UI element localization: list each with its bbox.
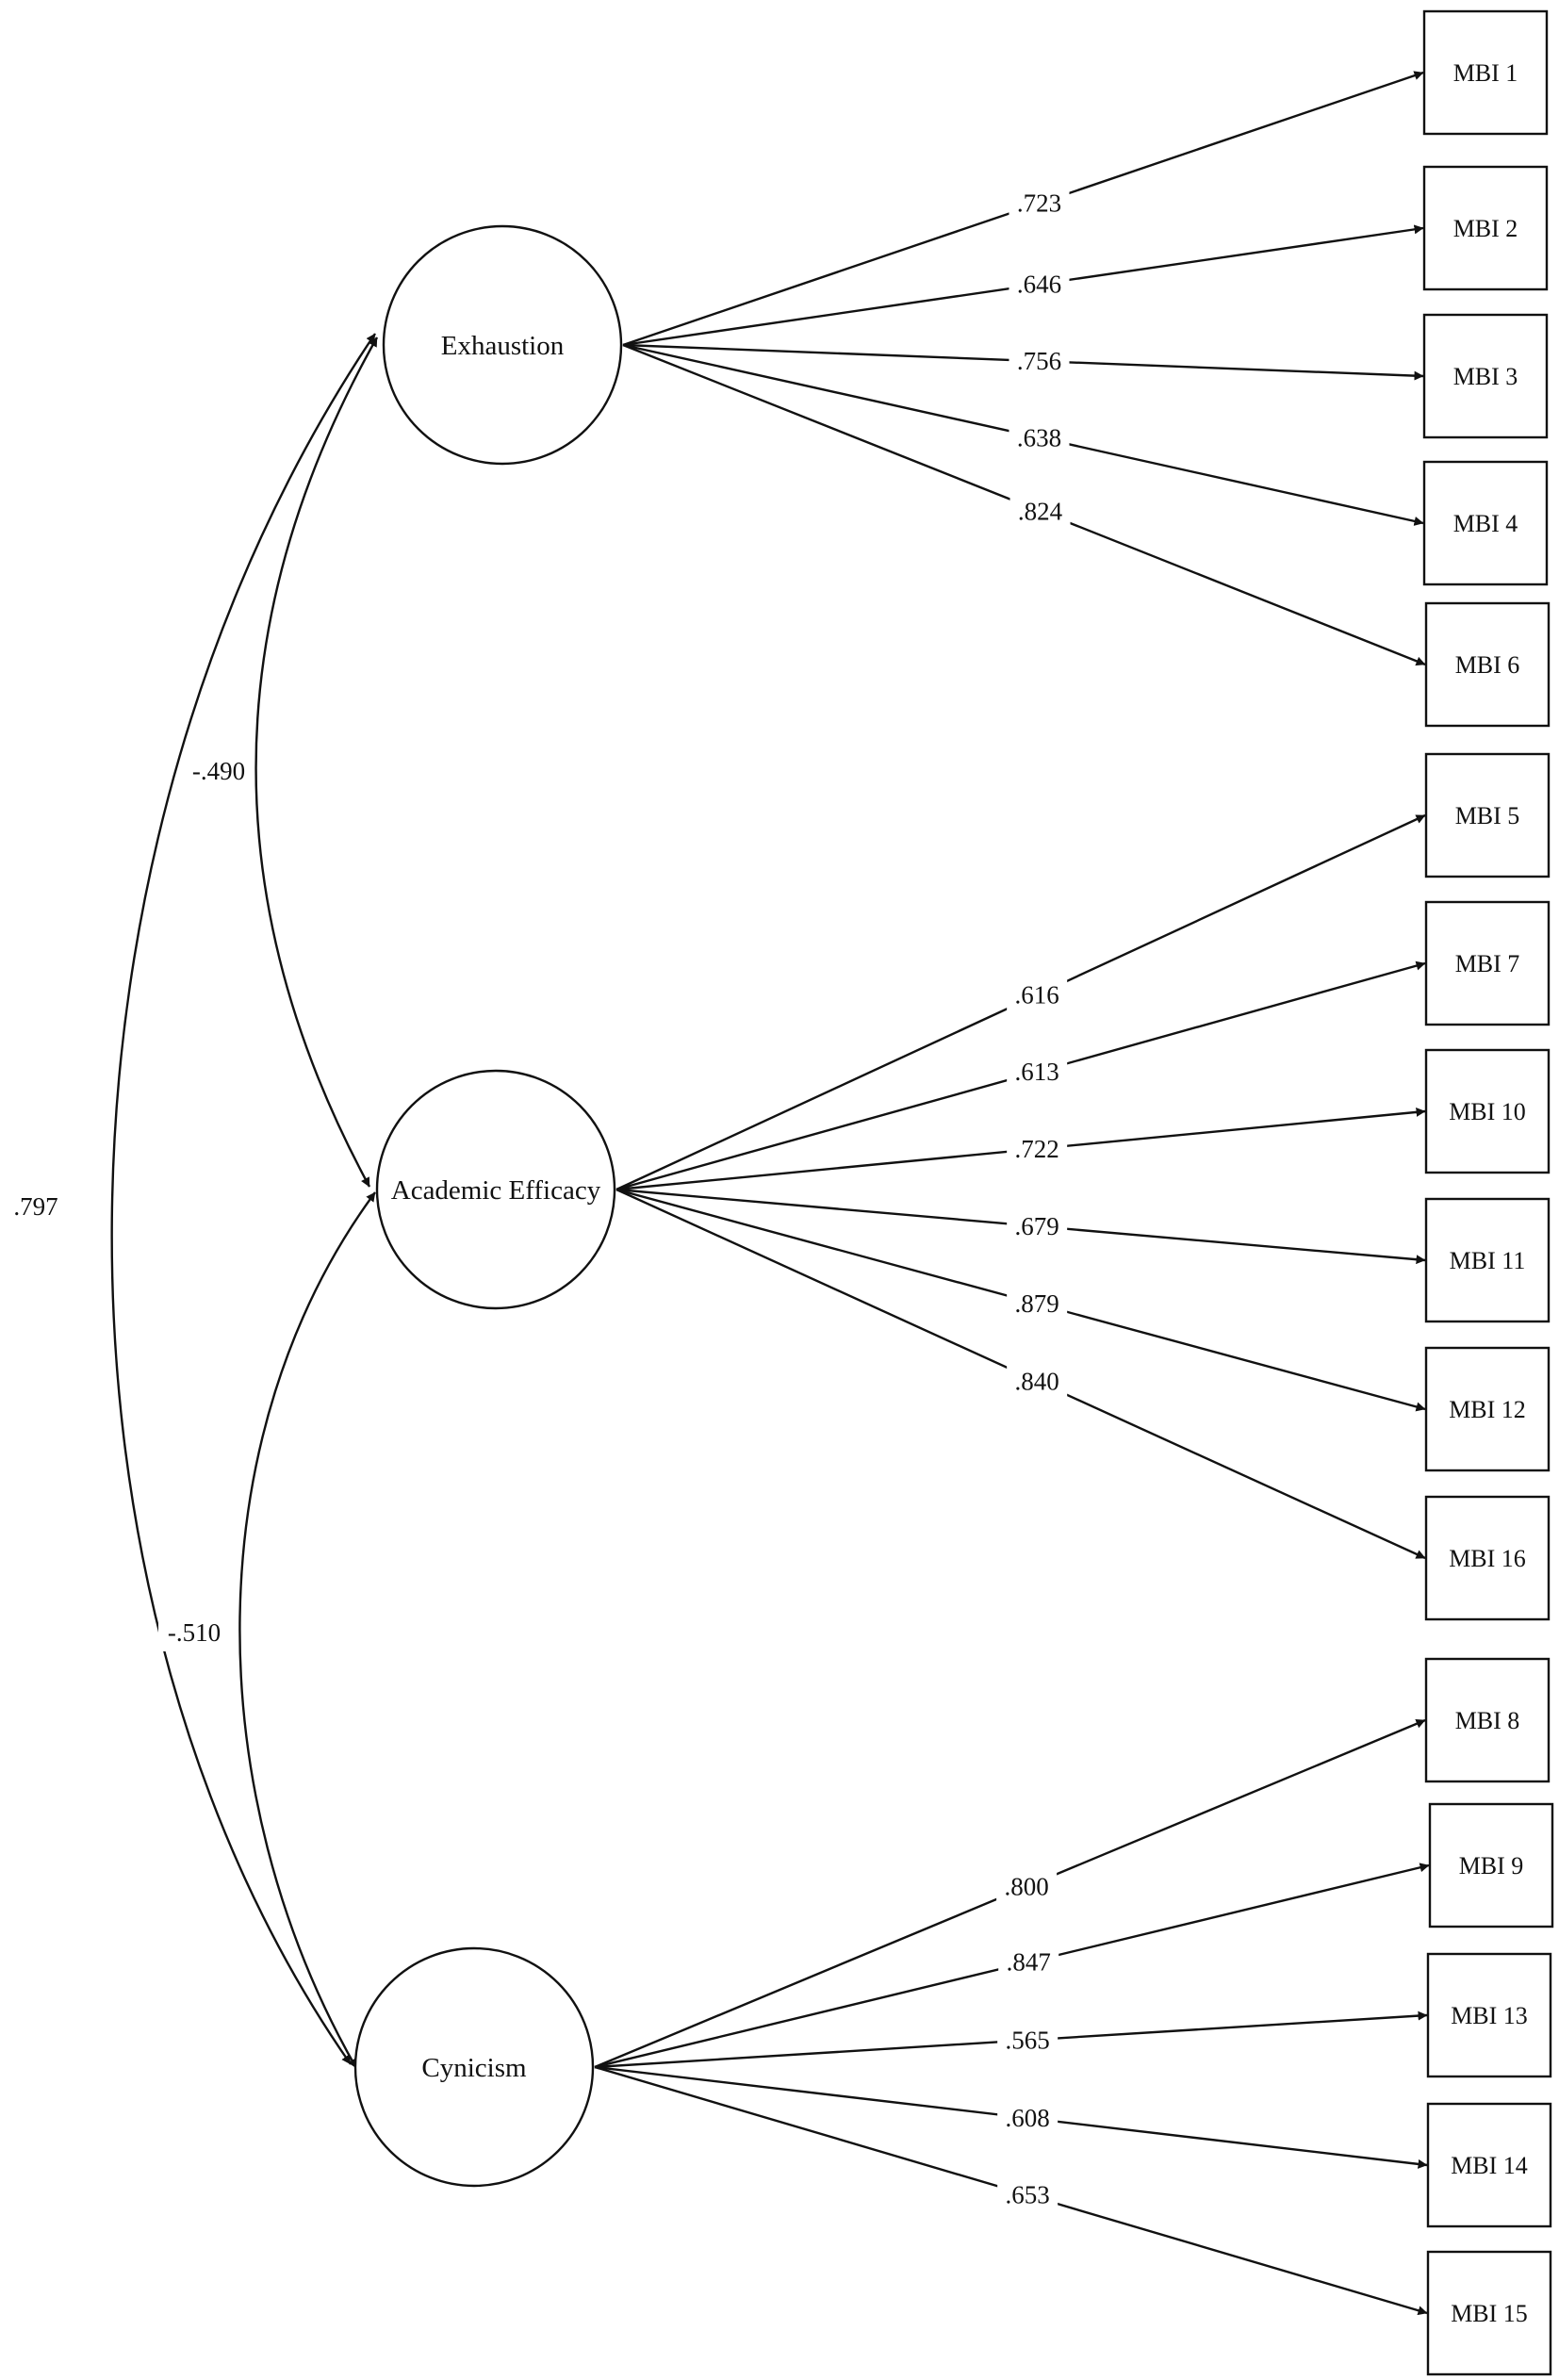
factor-label-exhaustion: Exhaustion <box>441 331 565 361</box>
indicator-box-mbi15: MBI 15 <box>1426 2250 1552 2376</box>
loading-label-group: .723 <box>1009 186 1070 221</box>
loading-value-mbi5: .616 <box>1015 981 1059 1009</box>
indicator-label-mbi3: MBI 3 <box>1453 363 1518 390</box>
indicator-label-mbi8: MBI 8 <box>1455 1707 1520 1734</box>
correlation-label-group: .797 <box>0 1188 72 1225</box>
loading-value-mbi16: .840 <box>1015 1367 1059 1395</box>
indicator-box-mbi13: MBI 13 <box>1426 1952 1552 2078</box>
covariance-layer <box>110 333 379 2069</box>
loading-label-group: .840 <box>1007 1364 1068 1399</box>
factor-node-exhaustion: Exhaustion <box>382 224 623 466</box>
loading-label-group: .653 <box>997 2177 1058 2212</box>
loading-value-mbi12: .879 <box>1015 1289 1059 1318</box>
correlation-label-group: -.510 <box>158 1614 230 1651</box>
loading-label-group: .616 <box>1007 977 1068 1012</box>
correlation-label-group: -.490 <box>183 752 254 790</box>
indicator-box-mbi5: MBI 5 <box>1424 752 1551 878</box>
node-layer: MBI 1 MBI 2 MBI 3 MBI 4 MBI 6 MBI 5 MBI 7 MBI 1… <box>353 9 1554 2376</box>
indicator-box-mbi11: MBI 11 <box>1424 1197 1551 1323</box>
loading-label-group: .679 <box>1007 1209 1068 1243</box>
loading-label-group: .879 <box>1007 1287 1068 1321</box>
indicator-label-mbi9: MBI 9 <box>1459 1852 1524 1879</box>
indicator-label-mbi10: MBI 10 <box>1449 1098 1526 1125</box>
factor-label-cynicism: Cynicism <box>421 2053 527 2083</box>
indicator-box-mbi4: MBI 4 <box>1422 460 1549 586</box>
loading-label-group: .800 <box>996 1869 1058 1904</box>
indicator-box-mbi10: MBI 10 <box>1424 1048 1551 1174</box>
indicator-label-mbi6: MBI 6 <box>1455 651 1520 679</box>
indicator-label-mbi7: MBI 7 <box>1455 950 1520 977</box>
indicator-label-mbi13: MBI 13 <box>1451 2002 1528 2029</box>
label-layer: .723 .646 .756 .638 .824 .616 .613 .722 .679 .879… <box>0 186 1071 2212</box>
indicator-box-mbi16: MBI 16 <box>1424 1495 1551 1621</box>
correlation-value-ae-cyn: -.510 <box>168 1618 221 1647</box>
loading-label-group: .756 <box>1009 344 1070 379</box>
correlation-arrow-ae-cyn <box>238 1191 376 2069</box>
loading-value-mbi3: .756 <box>1017 347 1061 375</box>
correlation-arrow-exh-ae <box>254 336 379 1188</box>
loading-label-group: .638 <box>1009 420 1070 455</box>
indicator-label-mbi1: MBI 1 <box>1453 59 1518 87</box>
loading-value-mbi6: .824 <box>1018 497 1063 525</box>
loading-value-mbi14: .608 <box>1006 2104 1050 2132</box>
loading-value-mbi15: .653 <box>1006 2181 1050 2209</box>
indicator-label-mbi16: MBI 16 <box>1449 1545 1526 1572</box>
loading-label-group: .646 <box>1009 267 1070 302</box>
loading-value-mbi10: .722 <box>1015 1135 1059 1163</box>
loading-value-mbi9: .847 <box>1007 1948 1051 1977</box>
indicator-box-mbi6: MBI 6 <box>1424 601 1551 728</box>
indicator-box-mbi7: MBI 7 <box>1424 900 1551 1026</box>
indicator-box-mbi2: MBI 2 <box>1422 165 1549 291</box>
loading-value-mbi4: .638 <box>1017 423 1061 451</box>
indicator-box-mbi8: MBI 8 <box>1424 1657 1551 1783</box>
loading-label-group: .608 <box>997 2101 1058 2136</box>
factor-node-academic-efficacy: Academic Efficacy <box>375 1069 616 1310</box>
loading-label-group: .847 <box>998 1945 1059 1979</box>
indicator-label-mbi14: MBI 14 <box>1451 2152 1528 2179</box>
indicator-box-mbi14: MBI 14 <box>1426 2102 1552 2228</box>
correlation-value-exh-ae: -.490 <box>192 757 245 785</box>
loading-value-mbi13: .565 <box>1006 2026 1050 2054</box>
indicator-label-mbi2: MBI 2 <box>1453 215 1518 242</box>
indicator-box-mbi12: MBI 12 <box>1424 1346 1551 1472</box>
correlation-arrow-exh-cyn <box>110 333 376 2065</box>
factor-label-academic-efficacy: Academic Efficacy <box>391 1175 601 1206</box>
indicator-box-mbi1: MBI 1 <box>1422 9 1549 136</box>
loading-label-group: .824 <box>1009 494 1071 529</box>
loading-value-mbi11: .679 <box>1015 1212 1059 1240</box>
loading-value-mbi8: .800 <box>1004 1873 1048 1901</box>
indicator-box-mbi3: MBI 3 <box>1422 313 1549 439</box>
loading-label-group: .613 <box>1007 1055 1068 1090</box>
loading-value-mbi2: .646 <box>1017 271 1061 299</box>
loading-value-mbi1: .723 <box>1017 189 1061 218</box>
indicator-label-mbi15: MBI 15 <box>1451 2300 1528 2327</box>
loading-label-group: .565 <box>997 2023 1058 2058</box>
correlation-value-exh-cyn: .797 <box>13 1192 57 1221</box>
factor-node-cynicism: Cynicism <box>353 1946 595 2188</box>
indicator-label-mbi11: MBI 11 <box>1450 1247 1526 1274</box>
indicator-label-mbi5: MBI 5 <box>1455 802 1520 829</box>
indicator-box-mbi9: MBI 9 <box>1428 1802 1554 1929</box>
indicator-label-mbi4: MBI 4 <box>1453 510 1518 537</box>
loading-value-mbi7: .613 <box>1015 1058 1059 1086</box>
indicator-label-mbi12: MBI 12 <box>1449 1396 1526 1423</box>
loading-label-group: .722 <box>1007 1131 1068 1166</box>
